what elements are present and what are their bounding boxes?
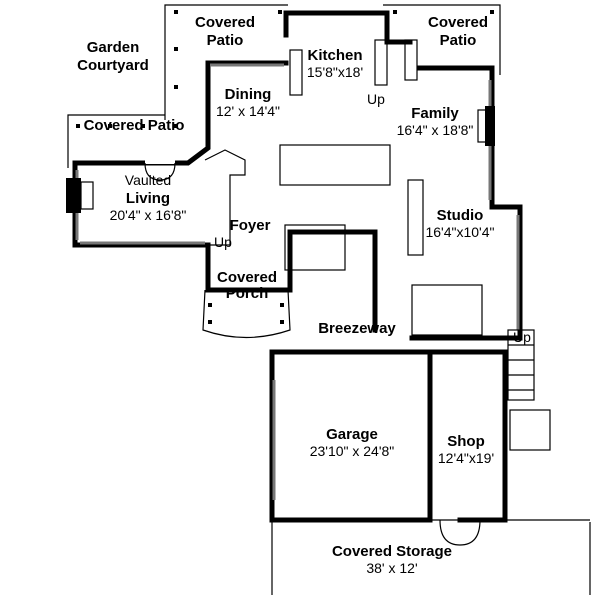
garage-walls (269, 329, 591, 595)
kitchen-size: 15'8"x18' (307, 64, 363, 80)
garden-label-1: Garden (87, 39, 140, 56)
garage-size: 23'10" x 24'8" (310, 443, 395, 459)
living-vaulted: Vaulted (125, 172, 171, 188)
patio-top-right-label-2: Patio (440, 32, 477, 49)
interior-details (66, 39, 495, 336)
patio-left-label: Covered Patio (84, 117, 185, 134)
shop-size: 12'4"x19' (438, 450, 494, 466)
family-size: 16'4" x 18'8" (397, 122, 474, 138)
kitchen-label: Kitchen (307, 47, 362, 64)
garage-label: Garage (326, 426, 378, 443)
patio-top-left-label-1: Covered (195, 14, 255, 31)
house-walls (72, 10, 523, 341)
foyer-stair-up: Up (214, 234, 232, 250)
patio-top-right-label-1: Covered (428, 14, 488, 31)
storage-size: 38' x 12' (366, 560, 417, 576)
dining-size: 12' x 14'4" (216, 103, 280, 119)
living-label: Living (126, 190, 170, 207)
family-label: Family (411, 105, 459, 122)
studio-label: Studio (437, 207, 484, 224)
dining-label: Dining (225, 86, 272, 103)
shop-stair-up: Up (513, 329, 531, 345)
garden-label-2: Courtyard (77, 57, 149, 74)
patio-outlines (67, 4, 501, 339)
foyer-label: Foyer (230, 217, 271, 234)
patio-top-left-label-2: Patio (207, 32, 244, 49)
breezeway-label: Breezeway (318, 320, 396, 337)
kitchen-stair-up: Up (367, 91, 385, 107)
studio-size: 16'4"x10'4" (425, 224, 494, 240)
room-labels: Garden Courtyard Covered Patio Kitchen 1… (77, 14, 531, 576)
storage-label: Covered Storage (332, 543, 452, 560)
patio-posts (76, 10, 494, 324)
porch-label-1: Covered (217, 269, 277, 286)
living-size: 20'4" x 16'8" (110, 207, 187, 223)
porch-label-2: Porch (226, 285, 269, 302)
shop-label: Shop (447, 433, 485, 450)
